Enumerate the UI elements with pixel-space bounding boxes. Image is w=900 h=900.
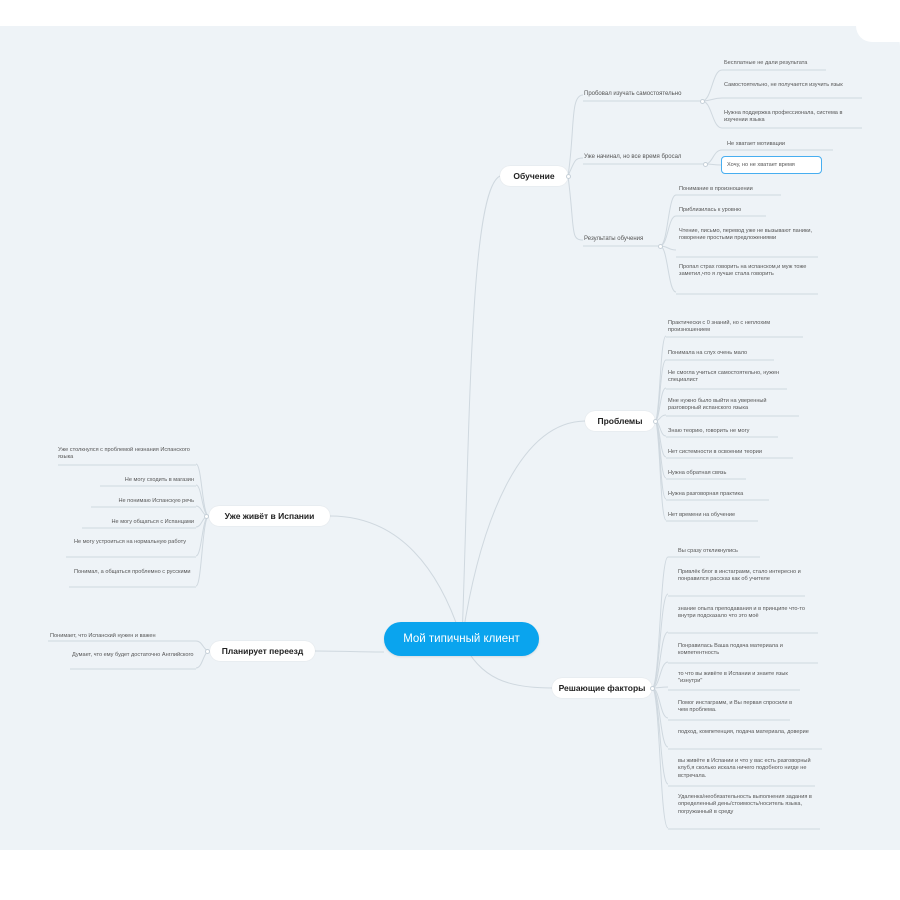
root-label: Мой типичный клиент bbox=[403, 633, 520, 645]
collapse-dot-group-1[interactable] bbox=[700, 99, 705, 104]
branch-plans-label: Планирует переезд bbox=[221, 646, 304, 656]
leaf-item[interactable]: Мне нужно было выйти на уверенный разгов… bbox=[668, 398, 767, 412]
leaf-item[interactable]: Нужна обратная связь bbox=[668, 470, 727, 476]
collapse-dot-problems[interactable] bbox=[653, 419, 658, 424]
branch-lives-in-spain[interactable]: Уже живёт в Испании bbox=[209, 506, 330, 526]
branch-learning[interactable]: Обучение bbox=[500, 166, 568, 186]
collapse-dot-plans[interactable] bbox=[205, 649, 210, 654]
leaf-item[interactable]: Чтение, письмо, перевод уже не вызывают … bbox=[679, 228, 813, 242]
leaf-item[interactable]: Понимала на слух очень мало bbox=[668, 350, 748, 356]
leaf-item[interactable]: Самостоятельно, не получается изучить яз… bbox=[724, 82, 843, 88]
leaf-item[interactable]: вы живёте в Испании и что у вас есть раз… bbox=[678, 758, 811, 779]
leaf-item[interactable]: Нет системности в освоении теории bbox=[668, 449, 763, 455]
leaf-item[interactable]: Понравилась Ваша подача материала и комп… bbox=[678, 643, 783, 657]
leaf-item[interactable]: Нет времени на обучение bbox=[668, 512, 736, 518]
leaf-item[interactable]: Помог инстаграмм, и Вы первая спросили в… bbox=[678, 700, 793, 714]
leaf-item[interactable]: Пропал страх говорить на испанском,и муж… bbox=[679, 264, 807, 278]
leaf-item[interactable]: подход, компетенция, подача материала, д… bbox=[678, 729, 809, 735]
branch-problems[interactable]: Проблемы bbox=[585, 411, 655, 431]
root-node[interactable]: Мой типичный клиент bbox=[384, 622, 539, 656]
branch-decisive-label: Решающие факторы bbox=[558, 683, 646, 693]
leaf-item[interactable]: Не понимаю Испанскую речь bbox=[118, 498, 194, 504]
link-root-plans bbox=[314, 650, 385, 653]
leaf-item[interactable]: Знаю теорию, говорить не могу bbox=[668, 428, 750, 434]
link-root-lives bbox=[329, 515, 463, 641]
link-learning-g1 bbox=[567, 94, 584, 177]
leaf-item[interactable]: Думает, что ему будет достаточно Английс… bbox=[72, 652, 194, 658]
collapse-dot-group-3[interactable] bbox=[658, 244, 663, 249]
leaf-item[interactable]: Не могу общаться с Испанцами bbox=[111, 519, 195, 525]
leaf-item[interactable]: Удаленка/необязательность выполнения зад… bbox=[678, 794, 812, 815]
collapse-dot-learning[interactable] bbox=[566, 174, 571, 179]
leaf-item[interactable]: Нужна разговорная практика bbox=[668, 491, 744, 497]
leaf-item[interactable]: Не хватает мотивации bbox=[727, 141, 786, 147]
learning-group-started-quit[interactable]: Уже начинал, но все время бросал bbox=[584, 154, 682, 160]
selected-node[interactable] bbox=[721, 156, 822, 174]
leaf-item[interactable]: Вы сразу откликнулись bbox=[678, 548, 738, 554]
leaf-item[interactable]: то что вы живёте в Испании и знаете язык… bbox=[678, 671, 788, 685]
window-corner bbox=[856, 0, 900, 42]
branch-problems-label: Проблемы bbox=[597, 416, 643, 426]
leaf-item[interactable]: Понимал, а общаться проблемно с русскими bbox=[74, 569, 191, 575]
leaf-item-selected[interactable]: Хочу, но не хватает время bbox=[727, 162, 795, 168]
leaf-item[interactable]: Понимает, что Испанский нужен и важен bbox=[50, 633, 156, 639]
collapse-dot-decisive[interactable] bbox=[650, 686, 655, 691]
branch-lives-label: Уже живёт в Испании bbox=[224, 511, 315, 521]
link-root-problems bbox=[461, 420, 586, 641]
learning-group-results[interactable]: Результаты обучения bbox=[584, 236, 644, 242]
leaf-item[interactable]: Нужна поддержка профессионала, система в… bbox=[724, 110, 843, 124]
link-root-learning bbox=[461, 175, 501, 641]
leaf-item[interactable]: Бесплатные не дали результата bbox=[724, 60, 808, 66]
leaf-item[interactable]: Не могу устроиться на нормальную работу bbox=[74, 539, 187, 545]
leaf-item[interactable]: Не могу сходить в магазин bbox=[124, 477, 194, 483]
branch-learning-label: Обучение bbox=[513, 171, 555, 181]
leaf-item[interactable]: знание опыта преподавания и в принципе ч… bbox=[678, 606, 806, 620]
collapse-dot-lives[interactable] bbox=[204, 514, 209, 519]
leaf-item[interactable]: Приблизилась к уровню bbox=[679, 207, 742, 213]
branch-plans-move[interactable]: Планирует переезд bbox=[210, 641, 315, 661]
link-learning-g2 bbox=[567, 157, 584, 177]
learning-group-self-study[interactable]: Пробовал изучать самостоятельно bbox=[584, 91, 682, 97]
link-learning-g3 bbox=[567, 175, 584, 241]
leaf-item[interactable]: Привлёк блог в инстаграмм, стало интерес… bbox=[678, 569, 801, 583]
leaf-item[interactable]: Уже столкнулся с проблемой незнания Испа… bbox=[58, 447, 190, 461]
leaf-item[interactable]: Практически с 0 знаний, но с неплохим пр… bbox=[668, 320, 771, 334]
collapse-dot-group-2[interactable] bbox=[703, 162, 708, 167]
leaf-item[interactable]: Не смогла учиться самостоятельно, нужен … bbox=[668, 370, 780, 384]
leaf-item[interactable]: Понимание в произношении bbox=[679, 186, 753, 192]
branch-decisive-factors[interactable]: Решающие факторы bbox=[552, 678, 652, 698]
